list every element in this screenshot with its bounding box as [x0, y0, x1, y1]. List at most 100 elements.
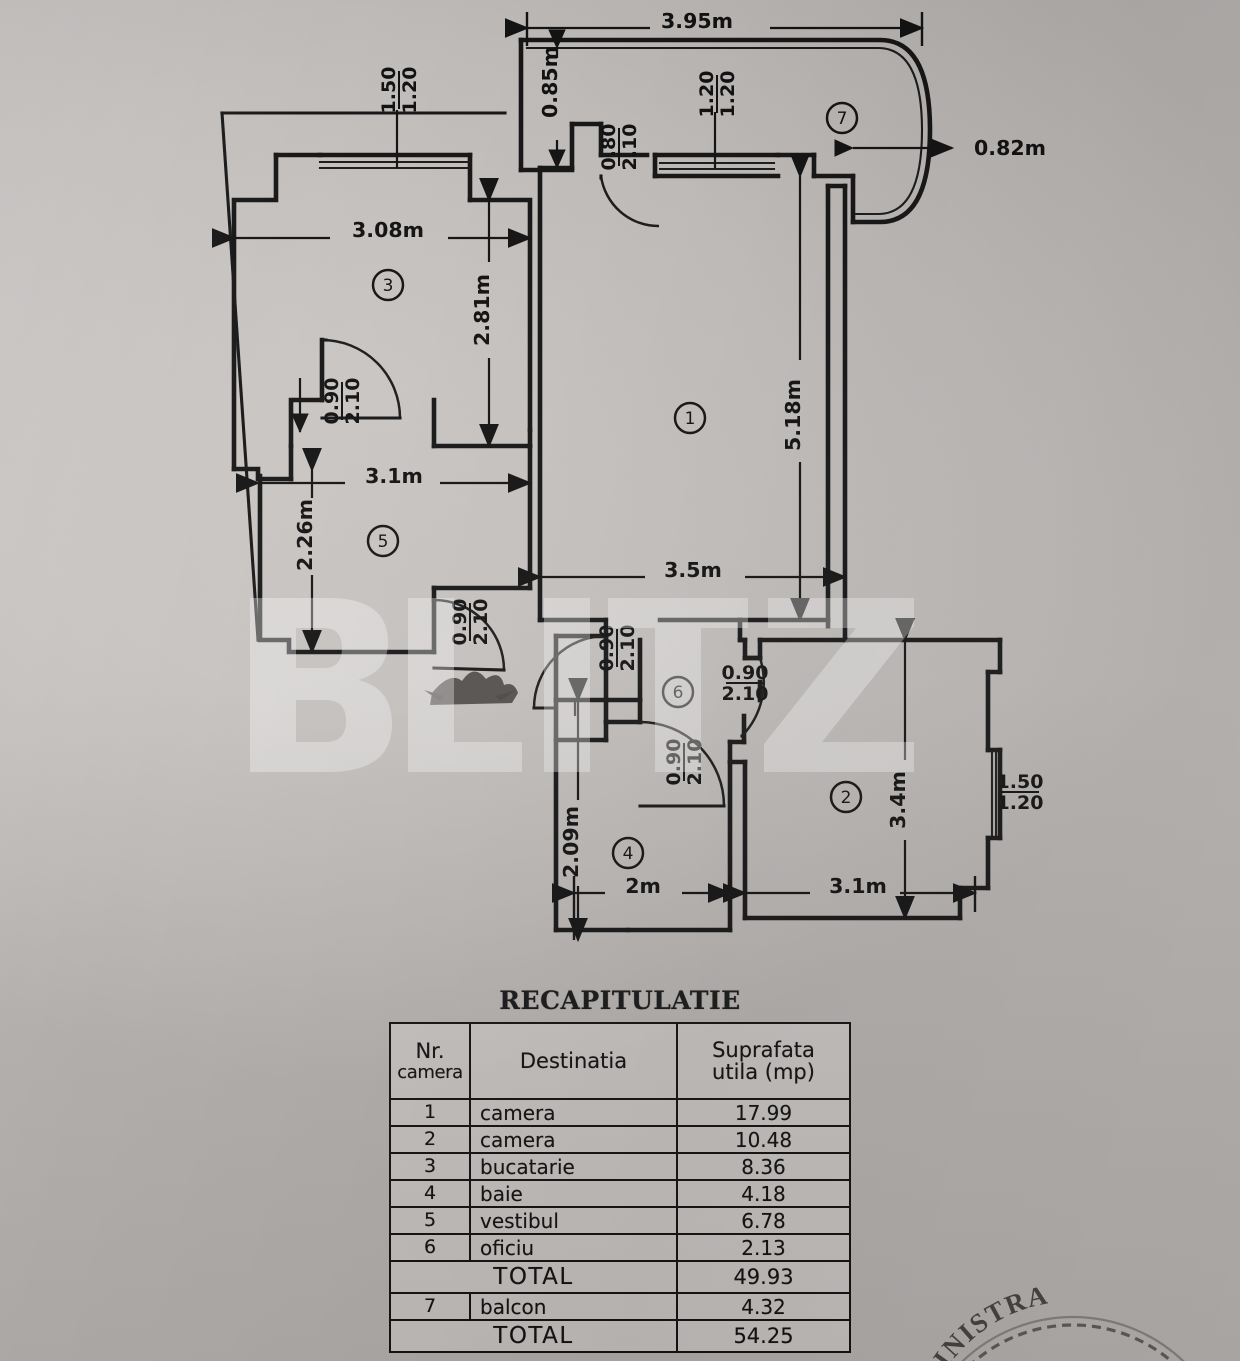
opening-height: 2.10	[722, 683, 769, 705]
cell-area: 4.32	[676, 1292, 851, 1321]
opening-width: 0.80	[598, 124, 620, 171]
ink-smudge	[424, 671, 518, 705]
dimension-room1-width: 3.5m	[664, 558, 722, 582]
dimension-bath-depth: 2.09m	[559, 806, 583, 878]
cell-room-number: 5	[389, 1206, 471, 1235]
area-summary-table: Nr. camera Destinatia Suprafata utila (m…	[389, 1022, 851, 1353]
opening-width: 1.20	[696, 71, 718, 118]
recapitulatie-title: RECAPITULATIE	[499, 986, 741, 1015]
room-marker-5: 5	[366, 524, 400, 558]
kitchen-walls	[231, 152, 533, 482]
room-marker-3: 3	[371, 268, 405, 302]
dimension-balcony-length: 3.95m	[661, 9, 733, 33]
table-header: Nr. camera Destinatia Suprafata utila (m…	[389, 1022, 851, 1100]
cell-destination: oficiu	[469, 1233, 678, 1262]
opening-width: 0.90	[663, 739, 685, 786]
vestibul-walls	[257, 443, 533, 655]
opening-width: 0.90	[722, 662, 769, 684]
cell-total-label: TOTAL	[389, 1319, 678, 1353]
header-destination: Destinatia	[469, 1022, 678, 1100]
dimension-bath-width: 2m	[625, 874, 661, 898]
svg-text:3: 3	[383, 276, 394, 296]
cell-room-number: 3	[389, 1152, 471, 1181]
room-marker-2: 2	[829, 780, 863, 814]
dimension-labels: 3.95m0.85m0.82m3.08m2.81m3.5m5.18m3.1m2.…	[293, 9, 1046, 898]
dimension-room2-width: 3.1m	[829, 874, 887, 898]
opening-width: 1.50	[378, 67, 400, 114]
opening-height: 1.20	[399, 67, 421, 114]
svg-text:5: 5	[378, 532, 389, 552]
dimension-vestibul-depth: 2.26m	[293, 499, 317, 571]
header-area-line2: utila (mp)	[712, 1060, 815, 1084]
cell-area: 6.78	[676, 1206, 851, 1235]
opening-height: 1.20	[997, 792, 1044, 814]
cell-room-number: 4	[389, 1179, 471, 1208]
cell-total-label: TOTAL	[389, 1260, 678, 1294]
opening-height: 1.20	[717, 71, 739, 118]
room1-walls	[537, 121, 856, 643]
svg-text:2: 2	[841, 788, 852, 808]
cell-destination: camera	[469, 1125, 678, 1154]
cell-area: 17.99	[676, 1098, 851, 1127]
balcony-outline	[518, 37, 933, 225]
opening-label-oficiu-door-e: 0.902.10	[722, 662, 769, 705]
recapitulatie-section: RECAPITULATIE Nr. camera Destinatia Supr…	[370, 986, 870, 1353]
dimension-balcony-depth: 0.82m	[974, 136, 1046, 160]
table-header-row: Nr. camera Destinatia Suprafata utila (m…	[389, 1022, 851, 1100]
svg-text:4: 4	[623, 844, 634, 864]
room-marker-1: 1	[673, 401, 707, 435]
cell-destination: baie	[469, 1179, 678, 1208]
cell-destination: vestibul	[469, 1206, 678, 1235]
dimension-room2-depth: 3.4m	[886, 771, 910, 829]
cell-area: 4.18	[676, 1179, 851, 1208]
opening-width: 1.50	[997, 771, 1044, 793]
dimension-kitchen-width: 3.08m	[352, 218, 424, 242]
dimension-vestibul-width: 3.1m	[365, 464, 423, 488]
header-nr-line2: camera	[397, 1061, 463, 1083]
room-marker-7: 7	[825, 101, 859, 135]
cell-destination: bucatarie	[469, 1152, 678, 1181]
room-number-markers: 1 2 3 4 5 6 7	[366, 101, 863, 870]
floor-plan-drawing: .w {fill:none;stroke:#161616;stroke-widt…	[212, 9, 1046, 943]
opening-width: 0.90	[321, 378, 343, 425]
svg-text:1: 1	[685, 409, 696, 429]
dimension-room1-depth: 5.18m	[781, 379, 805, 451]
cell-total-area: 54.25	[676, 1319, 851, 1353]
opening-width: 0.90	[449, 599, 471, 646]
opening-height: 2.10	[619, 124, 641, 171]
header-nr-line1: Nr.	[415, 1039, 445, 1064]
cell-area: 8.36	[676, 1152, 851, 1181]
dimension-balcony-width: 0.85m	[538, 46, 562, 118]
svg-text:7: 7	[837, 109, 848, 129]
svg-text:6: 6	[673, 683, 684, 703]
opening-width: 0.90	[596, 625, 618, 672]
opening-height: 2.10	[617, 625, 639, 672]
room-marker-4: 4	[611, 836, 645, 870]
door-swings	[320, 174, 765, 808]
cell-destination: camera	[469, 1098, 678, 1127]
cell-total-area: 49.93	[676, 1260, 851, 1294]
opening-height: 2.10	[470, 599, 492, 646]
header-area-line1: Suprafata	[712, 1037, 815, 1062]
cell-area: 10.48	[676, 1125, 851, 1154]
opening-label-room2-window: 1.501.20	[997, 771, 1044, 814]
stamp-text: ADMINISTRA	[905, 1279, 1052, 1361]
administration-stamp: ADMINISTRA	[905, 1279, 1185, 1361]
header-area: Suprafata utila (mp)	[676, 1022, 851, 1100]
dimension-lines	[212, 12, 978, 943]
